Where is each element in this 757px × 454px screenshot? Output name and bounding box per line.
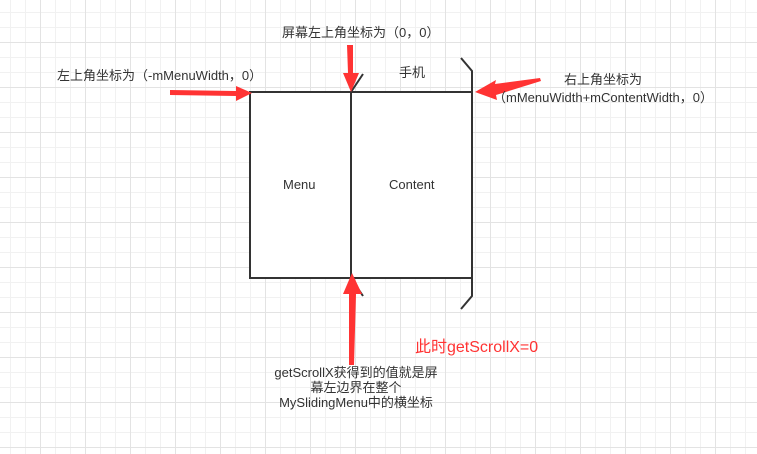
- arrow-to-screen-top-left-icon: [343, 45, 359, 92]
- arrow-to-menu-top-left-icon: [170, 86, 252, 101]
- get-scroll-x-note-line3: MySlidingMenu中的横坐标: [279, 395, 433, 410]
- get-scroll-x-note: getScrollX获得到的值就是屏 幕左边界在整个 MySlidingMenu…: [258, 365, 454, 410]
- menu-top-left-coordinate-label: 左上角坐标为（-mMenuWidth，0）: [57, 68, 263, 83]
- phone-label: 手机: [399, 65, 426, 80]
- top-right-coordinate-line1: 右上角坐标为: [563, 72, 642, 87]
- content-label: Content: [389, 177, 435, 192]
- get-scroll-x-value-label: 此时getScrollX=0: [415, 339, 539, 356]
- get-scroll-x-note-line2: 幕左边界在整个: [310, 380, 402, 395]
- menu-label: Menu: [283, 177, 316, 192]
- top-right-coordinate-line2: （mMenuWidth+mContentWidth，0）: [493, 90, 713, 105]
- top-right-coordinate-label: 右上角坐标为 （mMenuWidth+mContentWidth，0）: [483, 72, 723, 105]
- arrow-to-screen-left-edge-icon: [343, 273, 362, 365]
- content-box: [350, 91, 473, 279]
- get-scroll-x-note-line1: getScrollX获得到的值就是屏: [274, 365, 438, 380]
- arrow-to-top-right-icon: [475, 78, 541, 100]
- arrows: [170, 45, 541, 365]
- menu-box: [249, 91, 352, 279]
- screen-top-left-coordinate-label: 屏幕左上角坐标为（0，0）: [282, 25, 440, 40]
